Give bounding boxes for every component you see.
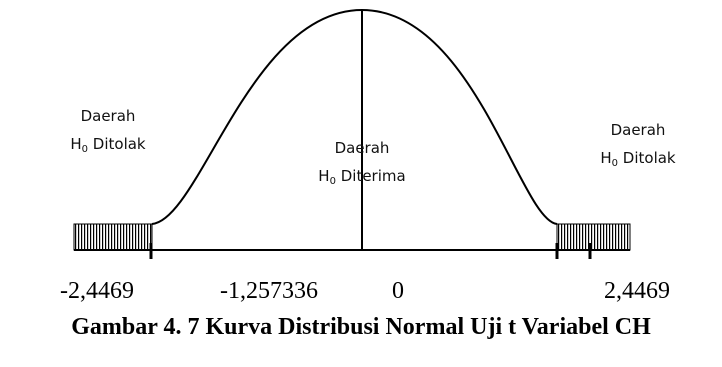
left-rejection-area xyxy=(73,223,153,251)
center-acceptance-label: Daerah H0 Diterima xyxy=(292,134,432,190)
right-h-symbol: H xyxy=(600,149,612,167)
left-region-word: Daerah xyxy=(80,107,136,125)
left-h-subscript: 0 xyxy=(81,144,89,155)
left-hypothesis-line: H0 Ditolak xyxy=(48,130,168,158)
axis-value-zero: 0 xyxy=(392,278,404,304)
right-hypothesis-line: H0 Ditolak xyxy=(578,144,698,172)
center-region-word: Daerah xyxy=(334,139,390,157)
left-status: Ditolak xyxy=(92,135,146,153)
right-region-word: Daerah xyxy=(610,121,666,139)
distribution-diagram xyxy=(73,8,631,259)
left-h-symbol: H xyxy=(70,135,82,153)
center-status: Diterima xyxy=(340,167,406,185)
left-rejection-label: Daerah H0 Ditolak xyxy=(48,102,168,158)
right-rejection-label: Daerah H0 Ditolak xyxy=(578,116,698,172)
axis-value-left-critical: -2,4469 xyxy=(60,278,134,304)
normal-curve xyxy=(151,8,558,225)
center-h-subscript: 0 xyxy=(329,176,336,187)
figure-caption: Gambar 4. 7 Kurva Distribusi Normal Uji … xyxy=(71,314,651,340)
axis-value-t-statistic: -1,257336 xyxy=(220,278,318,304)
right-status: Ditolak xyxy=(622,149,676,167)
axis-value-right-critical: 2,4469 xyxy=(604,278,670,304)
center-h-symbol: H xyxy=(318,167,330,185)
right-h-subscript: 0 xyxy=(611,158,619,169)
right-rejection-area xyxy=(556,223,631,251)
center-hypothesis-line: H0 Diterima xyxy=(292,162,432,190)
